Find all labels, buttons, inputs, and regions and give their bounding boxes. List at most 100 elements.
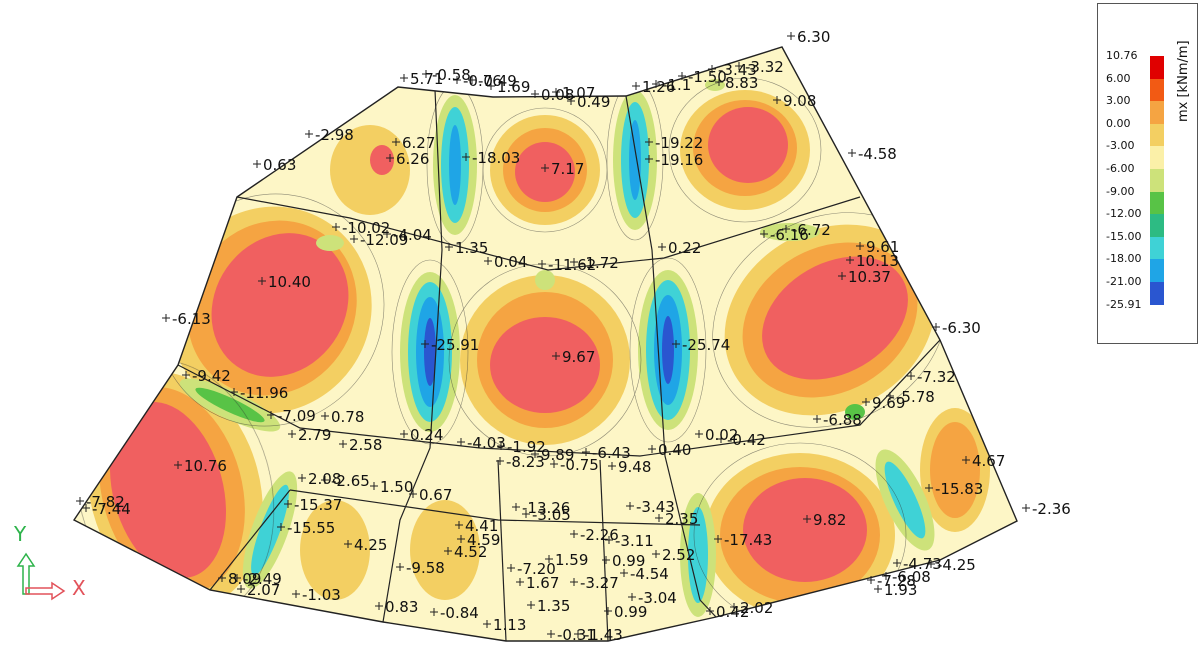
moment-value-label: 0.63 <box>263 156 296 174</box>
moment-value-label: 9.82 <box>813 511 846 529</box>
moment-value-label: 10.13 <box>856 252 899 270</box>
node-cross-icon <box>582 448 590 456</box>
axis-indicator: Y X <box>8 520 98 610</box>
legend-swatch <box>1150 191 1164 215</box>
legend-value: 3.00 <box>1106 94 1131 108</box>
node-cross-icon <box>298 474 306 482</box>
moment-value-label: 0.83 <box>385 598 418 616</box>
node-cross-icon <box>457 535 465 543</box>
moment-value-label: 2.79 <box>298 426 331 444</box>
node-cross-icon <box>678 72 686 80</box>
node-cross-icon <box>714 535 722 543</box>
node-cross-icon <box>445 243 453 251</box>
moment-value-label: -0.31 <box>557 626 596 644</box>
moment-value-label: -7.20 <box>517 560 556 578</box>
node-cross-icon <box>258 277 266 285</box>
moment-value-label: -7.44 <box>92 500 131 518</box>
node-cross-icon <box>927 560 935 568</box>
moment-value-label: -3.27 <box>580 574 619 592</box>
node-cross-icon <box>468 76 476 84</box>
moment-value-label: -6.72 <box>792 221 831 239</box>
node-cross-icon <box>608 462 616 470</box>
moment-value-label: 0.24 <box>410 426 443 444</box>
node-cross-icon <box>782 225 790 233</box>
moment-value-label: -3.32 <box>745 58 784 76</box>
node-cross-icon <box>375 602 383 610</box>
node-cross-icon <box>507 564 515 572</box>
moment-value-label: -3.04 <box>638 589 677 607</box>
node-cross-icon <box>162 314 170 322</box>
node-cross-icon <box>893 559 901 567</box>
moment-value-label: 2.07 <box>247 581 280 599</box>
legend-swatch <box>1150 123 1164 147</box>
node-cross-icon <box>545 555 553 563</box>
moment-value-label: -25.74 <box>682 336 730 354</box>
legend-title: mx [kNm/m] <box>1176 40 1191 122</box>
legend-value: -18.00 <box>1106 252 1142 266</box>
node-cross-icon <box>344 540 352 548</box>
node-cross-icon <box>735 62 743 70</box>
node-cross-icon <box>230 388 238 396</box>
moment-value-label: 6.30 <box>797 28 830 46</box>
node-cross-icon <box>567 97 575 105</box>
moment-value-label: -1.72 <box>580 254 619 272</box>
moment-value-label: 9.48 <box>618 458 651 476</box>
moment-value-label: -1.50 <box>688 68 727 86</box>
node-cross-icon <box>267 411 275 419</box>
moment-value-label: 1.93 <box>884 581 917 599</box>
node-cross-icon <box>453 76 461 84</box>
node-cross-icon <box>907 372 915 380</box>
moment-value-label: -7.82 <box>86 493 125 511</box>
moment-value-label: 1.13 <box>493 616 526 634</box>
node-cross-icon <box>541 164 549 172</box>
node-cross-icon <box>652 550 660 558</box>
node-cross-icon <box>400 430 408 438</box>
node-cross-icon <box>487 82 495 90</box>
node-cross-icon <box>350 235 358 243</box>
legend-value: 0.00 <box>1106 116 1131 130</box>
moment-value-label: -6.30 <box>942 319 981 337</box>
node-cross-icon <box>237 585 245 593</box>
moment-value-label: 10.76 <box>184 457 227 475</box>
moment-value-label: 4.59 <box>467 531 500 549</box>
moment-value-label: -0.76 <box>463 72 502 90</box>
moment-value-label: 0.08 <box>541 86 574 104</box>
moment-value-label: 0.78 <box>331 408 364 426</box>
moment-value-label: -2.26 <box>580 526 619 544</box>
node-cross-icon <box>233 574 241 582</box>
node-cross-icon <box>292 590 300 598</box>
moment-value-label: -4.54 <box>630 565 669 583</box>
node-cross-icon <box>483 620 491 628</box>
moment-value-label: -15.37 <box>294 496 342 514</box>
moment-value-label: -6.43 <box>592 444 631 462</box>
node-cross-icon <box>645 138 653 146</box>
moment-value-label: -18.03 <box>472 149 520 167</box>
node-cross-icon <box>652 80 660 88</box>
node-cross-icon <box>803 515 811 523</box>
node-cross-icon <box>874 585 882 593</box>
moment-value-label: 0.22 <box>668 239 701 257</box>
node-markers <box>76 32 1030 638</box>
node-cross-icon <box>886 392 894 400</box>
moment-value-label: -10.02 <box>342 219 390 237</box>
node-cross-icon <box>455 521 463 529</box>
node-cross-icon <box>1022 504 1030 512</box>
moment-value-label: 2.58 <box>349 436 382 454</box>
node-cross-icon <box>648 445 656 453</box>
legend-swatch <box>1150 78 1164 102</box>
node-cross-icon <box>409 490 417 498</box>
legend-swatch <box>1150 259 1164 282</box>
moment-value-label: -11.96 <box>240 384 288 402</box>
legend-swatch <box>1150 56 1164 79</box>
moment-value-label: -3.43 <box>636 498 675 516</box>
moment-value-label: -9.42 <box>192 367 231 385</box>
node-cross-icon <box>531 90 539 98</box>
moment-value-label: 0.04 <box>494 253 527 271</box>
node-cross-icon <box>496 457 504 465</box>
legend-value: 10.76 <box>1106 49 1138 62</box>
moment-value-label: 1.69 <box>497 78 530 96</box>
node-cross-icon <box>444 547 452 555</box>
node-cross-icon <box>82 504 90 512</box>
